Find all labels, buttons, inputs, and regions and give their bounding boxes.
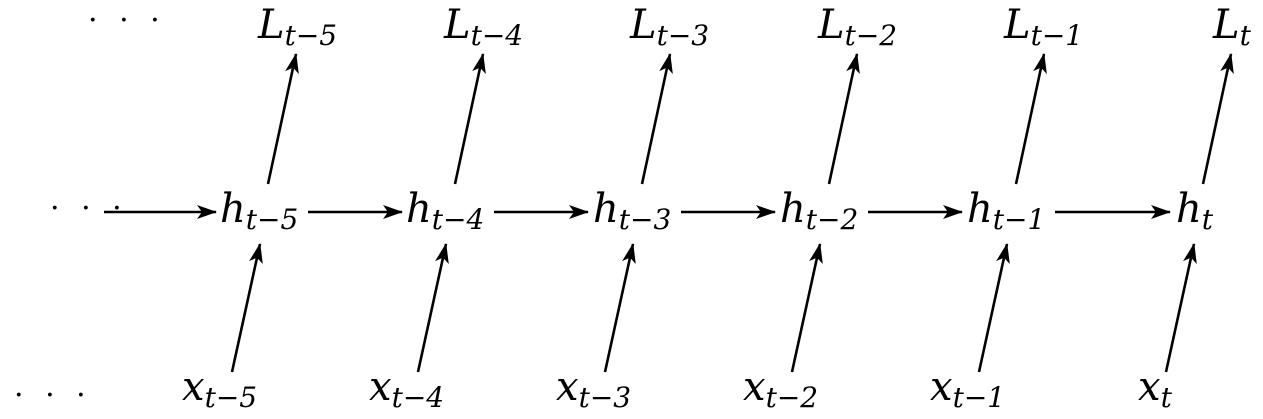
input-node-t: xt xyxy=(1138,364,1173,414)
loss-node-t-1: Lt−1 xyxy=(1003,2,1083,52)
input-row-ellipsis: · · · xyxy=(14,378,92,413)
input-node-t-1: xt−1 xyxy=(930,364,1005,414)
hidden-symbol: h xyxy=(780,186,806,232)
input-subscript: t−1 xyxy=(953,381,1006,414)
hidden-row-ellipsis: · · · xyxy=(50,191,128,226)
hidden-subscript: t−1 xyxy=(993,203,1046,236)
loss-node-t: Lt xyxy=(1212,2,1252,52)
input-node-t-2: xt−2 xyxy=(743,364,818,414)
loss-symbol: L xyxy=(817,2,845,48)
hidden-symbol: h xyxy=(967,186,993,232)
loss-symbol: L xyxy=(629,2,657,48)
input-subscript: t−4 xyxy=(392,381,445,414)
loss-symbol: L xyxy=(1003,2,1031,48)
hidden-subscript: t−4 xyxy=(432,203,485,236)
hidden-symbol: h xyxy=(406,186,432,232)
hidden-to-loss-edge-t-5 xyxy=(266,53,299,185)
hidden-to-loss-edge-t-4 xyxy=(453,53,486,185)
input-symbol: x xyxy=(369,364,392,410)
hidden-subscript: t xyxy=(1202,203,1214,236)
input-node-t-5: xt−5 xyxy=(182,364,257,414)
input-to-hidden-edge-t-4 xyxy=(416,243,449,373)
loss-subscript: t−5 xyxy=(285,19,338,52)
hidden-to-loss-edge-t-3 xyxy=(640,53,673,185)
hidden-subscript: t−3 xyxy=(619,203,672,236)
input-symbol: x xyxy=(743,364,766,410)
loss-symbol: L xyxy=(1212,2,1240,48)
hidden-to-loss-edge-t-2 xyxy=(827,53,860,185)
loss-node-t-2: Lt−2 xyxy=(817,2,897,52)
loss-node-t-5: Lt−5 xyxy=(257,2,337,52)
input-symbol: x xyxy=(182,364,205,410)
loss-subscript: t−1 xyxy=(1031,19,1084,52)
loss-symbol: L xyxy=(257,2,285,48)
hidden-symbol: h xyxy=(593,186,619,232)
input-node-t-4: xt−4 xyxy=(369,364,444,414)
hidden-subscript: t−2 xyxy=(806,203,859,236)
loss-subscript: t−2 xyxy=(845,19,898,52)
hidden-node-t: ht xyxy=(1176,186,1214,236)
input-subscript: t xyxy=(1161,381,1173,414)
input-symbol: x xyxy=(930,364,953,410)
input-to-hidden-edge-t xyxy=(1164,243,1197,373)
hidden-node-t-4: ht−4 xyxy=(406,186,484,236)
hidden-to-loss-edge-t xyxy=(1201,53,1234,185)
hidden-subscript: t−5 xyxy=(246,203,299,236)
input-to-hidden-edge-t-2 xyxy=(790,243,823,373)
input-symbol: x xyxy=(556,364,579,410)
loss-subscript: t−4 xyxy=(471,19,524,52)
loss-node-t-4: Lt−4 xyxy=(443,2,523,52)
input-subscript: t−2 xyxy=(766,381,819,414)
hidden-node-t-2: ht−2 xyxy=(780,186,858,236)
hidden-to-loss-edge-t-1 xyxy=(1014,53,1047,185)
input-node-t-3: xt−3 xyxy=(556,364,631,414)
loss-symbol: L xyxy=(443,2,471,48)
input-to-hidden-edge-t-3 xyxy=(603,243,636,373)
loss-node-t-3: Lt−3 xyxy=(629,2,709,52)
input-symbol: x xyxy=(1138,364,1161,410)
loss-subscript: t xyxy=(1240,19,1252,52)
input-to-hidden-edge-t-1 xyxy=(977,243,1010,373)
hidden-node-t-5: ht−5 xyxy=(220,186,298,236)
hidden-node-t-3: ht−3 xyxy=(593,186,671,236)
input-subscript: t−3 xyxy=(579,381,632,414)
loss-row-ellipsis: · · · xyxy=(88,3,166,38)
input-subscript: t−5 xyxy=(205,381,258,414)
loss-subscript: t−3 xyxy=(657,19,710,52)
input-to-hidden-edge-t-5 xyxy=(230,243,263,373)
hidden-symbol: h xyxy=(220,186,246,232)
hidden-node-t-1: ht−1 xyxy=(967,186,1045,236)
hidden-symbol: h xyxy=(1176,186,1202,232)
